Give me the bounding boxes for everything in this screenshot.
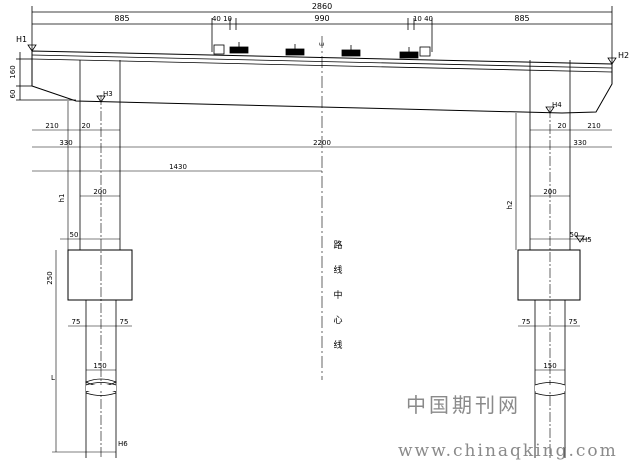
watermark-url: www.chinaqking.com bbox=[398, 441, 618, 461]
watermark: 中国期刊网 www.chinaqking.com bbox=[398, 393, 618, 461]
right-column: H4 H5 bbox=[517, 60, 592, 458]
dim-total: 2860 bbox=[312, 2, 332, 11]
centerline-top-label: E bbox=[319, 42, 326, 46]
dim-right-col-offset: 20 bbox=[558, 122, 567, 130]
h3-label: H3 bbox=[103, 90, 113, 98]
bearing-left-block bbox=[213, 44, 225, 55]
cap-vertical-dims: 160 60 bbox=[9, 52, 76, 101]
dim-left-span: 885 bbox=[114, 14, 129, 23]
right-pile-cap bbox=[517, 249, 581, 301]
dim-tie-offset-left: 50 bbox=[70, 231, 79, 239]
left-pile-break-b bbox=[85, 392, 117, 396]
dim-left-half-col: 330 bbox=[59, 139, 72, 147]
dim-pile-left-a: 75 bbox=[72, 318, 81, 326]
h3-triangle bbox=[96, 95, 106, 103]
h1-triangle bbox=[27, 44, 37, 52]
dim-left-small: 40 10 bbox=[212, 15, 232, 23]
watermark-cn: 中国期刊网 bbox=[406, 393, 521, 417]
dim-h2: h2 bbox=[506, 201, 514, 210]
left-pile-cap bbox=[67, 249, 133, 301]
h2-triangle bbox=[607, 57, 617, 65]
dim-right-span: 885 bbox=[514, 14, 529, 23]
h4-label: H4 bbox=[552, 101, 562, 109]
right-pile-gap bbox=[535, 385, 565, 391]
dim-pile-left-b: 75 bbox=[120, 318, 129, 326]
dim-right-small: 10 40 bbox=[413, 15, 433, 23]
dim-left-overhang: 210 bbox=[45, 122, 58, 130]
centerline-char-5: 线 bbox=[333, 339, 342, 351]
h6-label: H6 bbox=[118, 440, 128, 448]
dim-pile-right-b: 75 bbox=[569, 318, 578, 326]
vertical-dims: h1 h2 250 L H6 bbox=[46, 101, 517, 453]
bearings bbox=[213, 42, 431, 59]
dim-h1: h1 bbox=[58, 194, 66, 203]
h2-label: H2 bbox=[618, 51, 629, 60]
left-pile-break-a bbox=[85, 382, 117, 386]
dim-col-width-right: 200 bbox=[543, 188, 556, 196]
dim-cap-height: 160 bbox=[9, 65, 17, 78]
h1-label: H1 bbox=[16, 35, 27, 44]
bearing-right-block bbox=[419, 46, 431, 57]
dim-left-col-offset: 20 bbox=[82, 122, 91, 130]
centerline-char-4: 心 bbox=[333, 315, 342, 326]
road-centerline: E 路 线 中 心 线 bbox=[319, 36, 343, 380]
left-column: H3 bbox=[67, 60, 133, 458]
dim-tie-offset-right: 50 bbox=[570, 231, 579, 239]
dim-right-overhang: 210 bbox=[587, 122, 600, 130]
dim-pile-right-a: 75 bbox=[522, 318, 531, 326]
h5-label: H5 bbox=[582, 236, 592, 244]
left-pile-gap bbox=[86, 385, 116, 391]
level-markers-top: H1 H2 bbox=[16, 35, 629, 65]
dim-pile-length: L bbox=[51, 374, 55, 382]
dim-right-half-col: 330 bbox=[573, 139, 586, 147]
dim-pile-dia-right: 150 bbox=[543, 362, 556, 370]
dim-cap-taper: 60 bbox=[9, 90, 17, 99]
dim-pile-dia-left: 150 bbox=[93, 362, 106, 370]
dim-middle: 990 bbox=[314, 14, 329, 23]
dim-col-width-left: 200 bbox=[93, 188, 106, 196]
centerline-char-3: 中 bbox=[333, 289, 342, 301]
h4-triangle bbox=[545, 106, 555, 114]
centerline-char-1: 路 bbox=[333, 239, 342, 251]
dim-tie-height: 250 bbox=[46, 271, 54, 284]
centerline-char-2: 线 bbox=[333, 264, 342, 276]
cap-beam-outline bbox=[31, 50, 613, 114]
dim-half-span: 1430 bbox=[169, 163, 187, 171]
top-dimension-chain: 2860 885 40 10 990 10 40 885 bbox=[31, 2, 613, 64]
right-pile-break-b bbox=[534, 392, 566, 396]
right-pile-break-a bbox=[534, 382, 566, 386]
